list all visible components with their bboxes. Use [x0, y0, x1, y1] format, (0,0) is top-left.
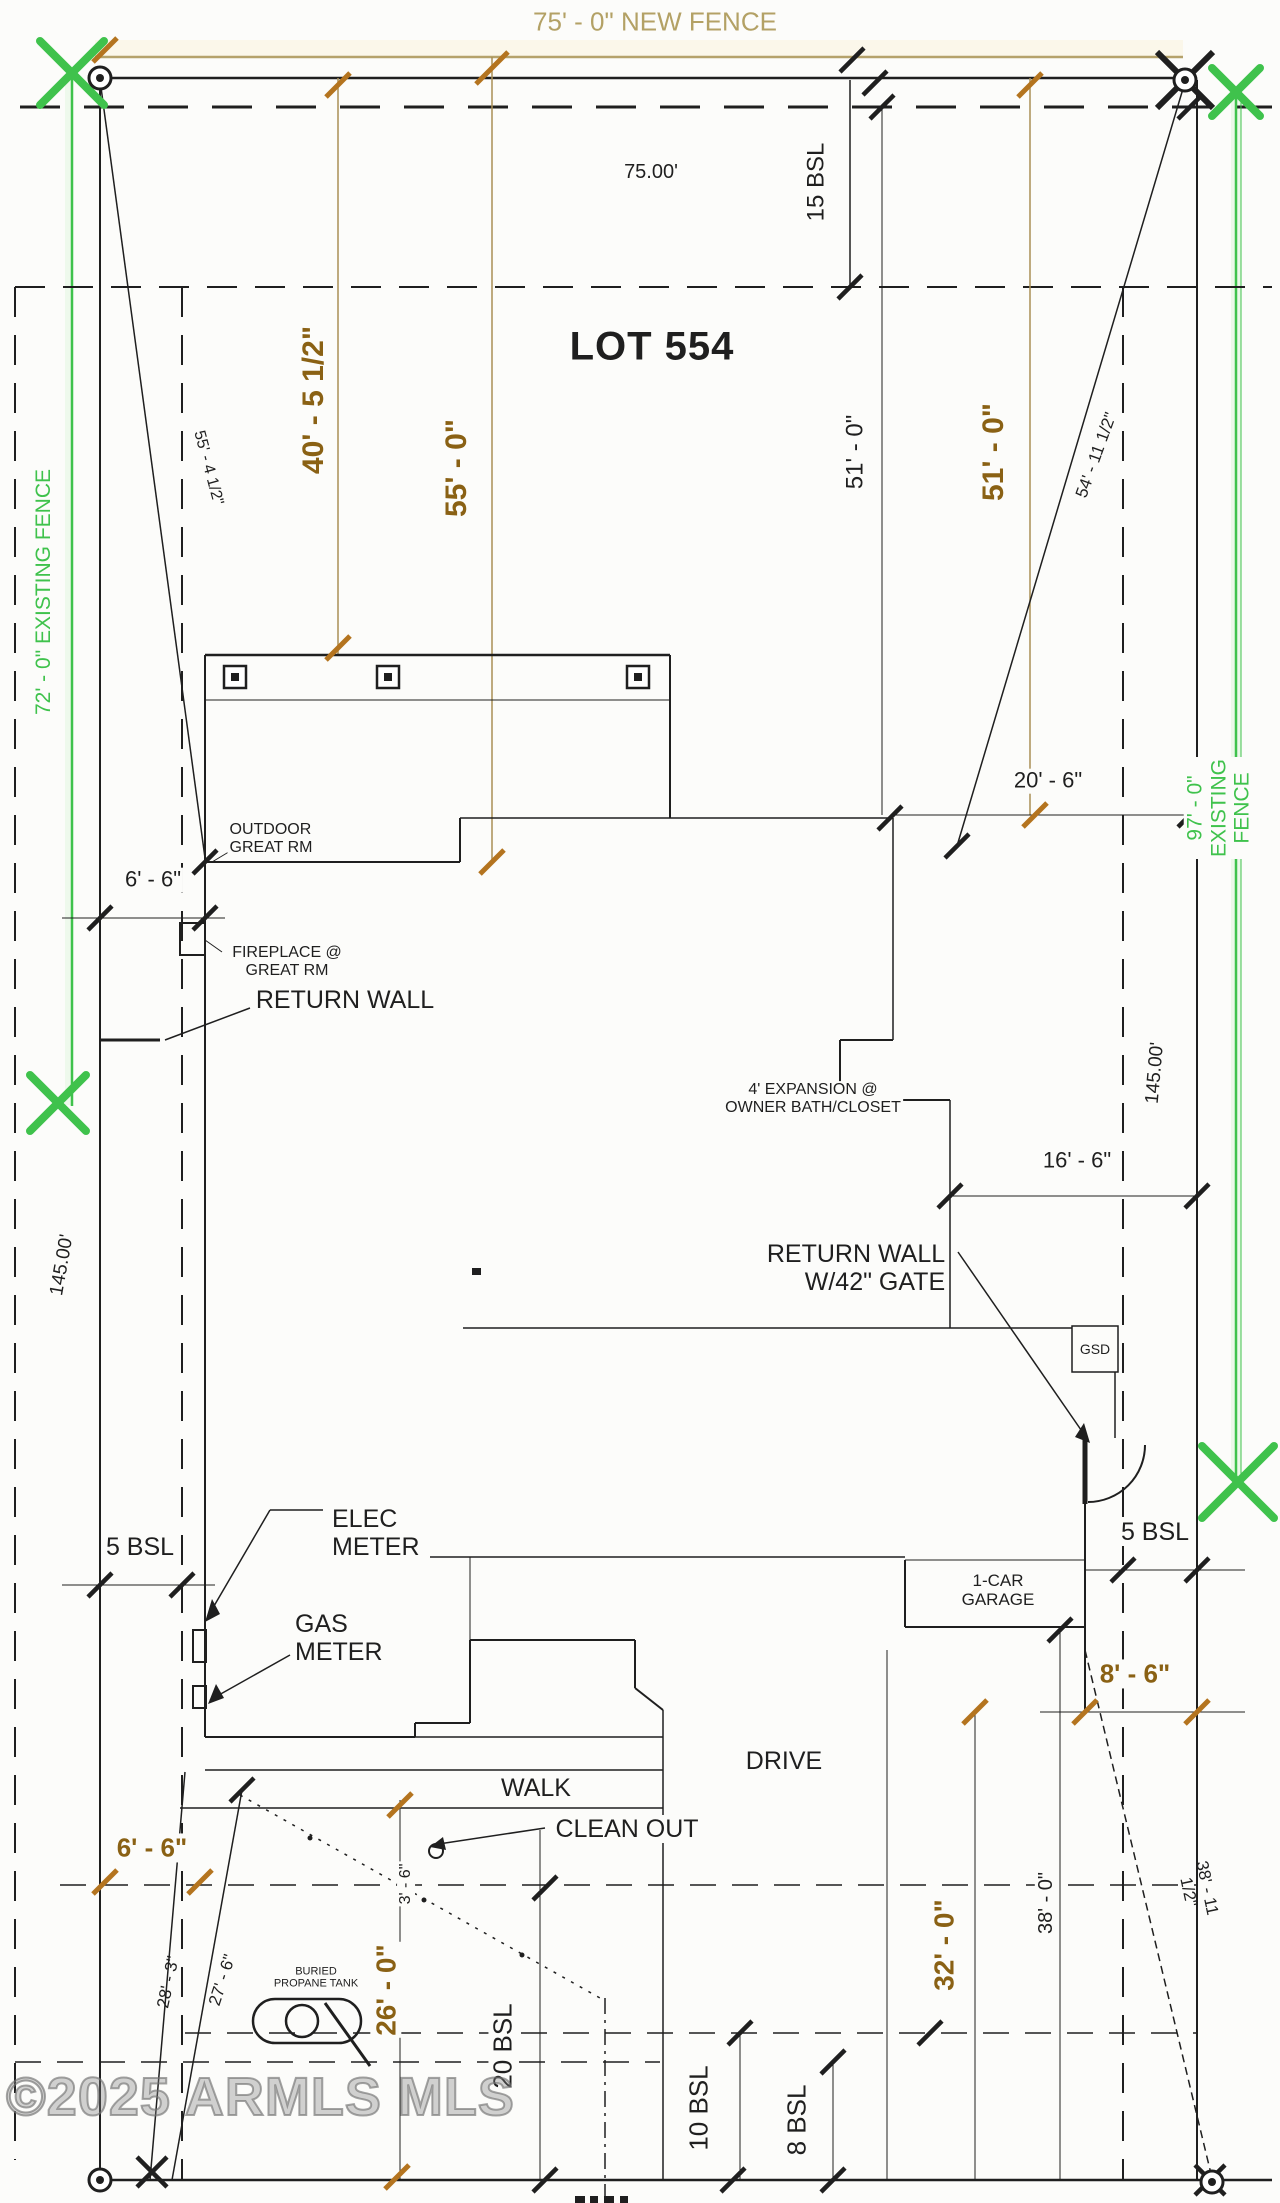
propane-tank-label: BURIED PROPANE TANK — [271, 1965, 361, 1991]
new-fence-dimension-label: 75' - 0" NEW FENCE — [531, 6, 779, 37]
gate-swing-arc — [1087, 1444, 1146, 1503]
survey-monument-icons — [87, 65, 1225, 2195]
dim-51ft-black-label: 51' - 0" — [841, 412, 870, 492]
property-boundary-lines — [20, 76, 1272, 2182]
propane-tank-symbol — [251, 1997, 363, 2045]
dim-26ft-label: 26' - 0" — [370, 1942, 402, 2038]
dim-51ft-orange-label: 51' - 0" — [977, 400, 1011, 504]
elec-meter-symbol — [192, 1629, 207, 1663]
dim-38ft-label: 38' - 0" — [1034, 1869, 1058, 1937]
bsl-15-label: 15 BSL — [802, 140, 831, 224]
elec-meter-label: ELEC METER — [330, 1505, 422, 1561]
bsl-10-label: 10 BSL — [683, 2063, 714, 2153]
gas-meter-symbol — [192, 1685, 207, 1709]
clipped-bottom-text — [575, 2196, 628, 2203]
dimension-lines — [62, 57, 1245, 2180]
gsd-box — [1071, 1325, 1119, 1373]
fence-lines — [70, 55, 1242, 1476]
lot-number-label: LOT 554 — [567, 324, 737, 370]
existing-fence-left-label: 72' - 0" EXISTING FENCE — [32, 466, 56, 718]
garage-and-gate — [904, 1325, 1146, 1712]
leader-lines — [100, 849, 1090, 1850]
bsl-5-right-label: 5 BSL — [1118, 1518, 1192, 1546]
dim-55ft-label: 55' - 0" — [440, 416, 474, 520]
plat-width-label: 75.00' — [622, 160, 680, 184]
expansion-label: 4' EXPANSION @ OWNER BATH/CLOSET — [723, 1081, 903, 1117]
dim-20ft-6-label: 20' - 6" — [1011, 767, 1085, 794]
existing-fence-right-label: 97' - 0" EXISTING FENCE — [1183, 756, 1255, 860]
dim-16ft-6-label: 16' - 6" — [1040, 1147, 1114, 1174]
fireplace-symbol — [179, 922, 206, 956]
gsd-label: GSD — [1079, 1341, 1111, 1358]
return-wall-gate-label: RETURN WALL W/42" GATE — [764, 1240, 948, 1296]
fireplace-label: FIREPLACE @ GREAT RM — [230, 944, 344, 980]
dimension-ticks-black — [86, 46, 1227, 2197]
dim-3ft-6-label: 3' - 6" — [397, 1861, 415, 1907]
bsl-5-left-label: 5 BSL — [103, 1533, 177, 1561]
setback-lines — [14, 286, 1272, 2180]
walk-and-drive — [180, 1710, 664, 2180]
clean-out-label: CLEAN OUT — [553, 1815, 701, 1843]
patio-column-markers — [222, 664, 651, 690]
dim-6ft-6-bottom-label: 6' - 6" — [114, 1832, 190, 1863]
return-wall-label: RETURN WALL — [253, 986, 437, 1014]
survey-tie-lines — [99, 79, 1213, 2181]
drive-label: DRIVE — [743, 1747, 825, 1775]
dim-32ft-label: 32' - 0" — [928, 1897, 960, 1993]
mls-watermark: ©2025 ARMLS MLS — [5, 2066, 515, 2128]
scan-tints — [65, 40, 1241, 1476]
dim-6ft-6-top-label: 6' - 6" — [122, 866, 184, 893]
bsl-8-label: 8 BSL — [781, 2082, 812, 2158]
gas-meter-label: GAS METER — [293, 1610, 385, 1666]
outdoor-great-rm-label: OUTDOOR GREAT RM — [227, 821, 315, 857]
walk-label: WALK — [499, 1774, 573, 1802]
garage-label: 1-CAR GARAGE — [959, 1570, 1037, 1610]
green-x-markers — [26, 37, 1278, 1522]
house-outline — [204, 653, 1072, 1738]
dimension-ticks-orange — [91, 36, 1211, 2191]
dim-8ft-6-label: 8' - 6" — [1097, 1658, 1173, 1689]
dim-40ft-5half-label: 40' - 5 1/2" — [297, 323, 331, 477]
